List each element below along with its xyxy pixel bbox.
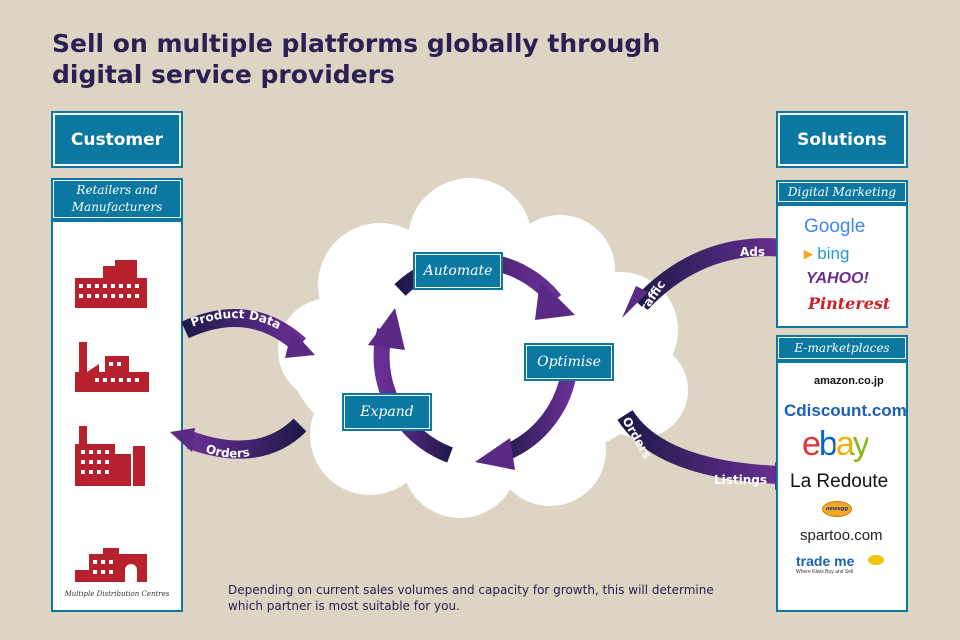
page-title: Sell on multiple platforms globally thro… <box>52 28 752 90</box>
footer-note: Depending on current sales volumes and c… <box>228 583 714 613</box>
factory-icon <box>75 426 145 486</box>
digital-marketing-header: Digital Marketing <box>776 180 908 204</box>
expand-label: Expand <box>342 393 432 431</box>
factory-icon <box>75 260 147 308</box>
factory-icons <box>75 260 149 582</box>
customer-sub-line-2: Manufacturers <box>71 200 163 214</box>
emarketplaces-panel: amazon.co.jp Cdiscount.com ebay La Redou… <box>776 361 908 612</box>
orders-listings-arrow <box>617 409 781 484</box>
listings-label: Listings <box>714 473 767 487</box>
newegg-logo: newegg <box>822 501 852 517</box>
automate-label: Automate <box>413 252 503 290</box>
product-data-arrow <box>181 309 307 352</box>
ads-label: Ads <box>740 245 765 259</box>
solutions-header: Solutions <box>776 111 908 168</box>
google-logo: Google <box>804 216 865 238</box>
orders-left-arrow <box>186 418 307 459</box>
kiwi-icon <box>868 555 884 565</box>
yahoo-logo: YAHOO! <box>806 270 869 287</box>
cycle-arrowhead-right <box>475 438 515 470</box>
laredoute-logo: La Redoute <box>790 471 889 492</box>
orders-left-label: Orders <box>204 442 250 461</box>
trademe-tagline: Where Kiwis Buy and Sell <box>796 569 854 575</box>
factory-icon <box>75 342 149 392</box>
pinterest-logo: Pinterest <box>808 294 891 313</box>
bing-icon: ▸ <box>804 244 813 263</box>
bing-logo: ▸ bing <box>804 244 849 264</box>
bing-logo-text: bing <box>817 244 850 263</box>
spartoo-logo: spartoo.com <box>800 527 883 544</box>
newegg-logo-text: newegg <box>825 506 849 512</box>
customer-sub-line-1: Retailers and <box>76 183 158 197</box>
customer-subheader: Retailers and Manufacturers <box>51 178 183 220</box>
amazon-logo: amazon.co.jp <box>814 375 884 387</box>
title-line-1: Sell on multiple platforms globally thro… <box>52 29 661 58</box>
ebay-logo-text: ebay <box>802 425 870 463</box>
factory-icon <box>75 548 147 582</box>
title-line-2: digital service providers <box>52 60 395 89</box>
emarketplaces-header: E-marketplaces <box>776 335 908 361</box>
cycle-arrowhead-left <box>368 308 405 350</box>
customer-header: Customer <box>51 111 183 168</box>
ebay-logo: ebay <box>802 425 870 464</box>
customer-panel: Multiple Distribution Centres <box>51 220 183 612</box>
trademe-logo-text: trade me <box>796 553 855 569</box>
distribution-centres-label: Multiple Distribution Centres <box>64 590 170 598</box>
google-logo-text: Google <box>804 216 866 237</box>
cycle-arrowhead-top <box>535 280 575 320</box>
cloud-shape <box>278 178 688 518</box>
trademe-logo: trade me Where Kiwis Buy and Sell <box>796 553 854 575</box>
ads-traffic-arrow <box>633 238 786 312</box>
optimise-label: Optimise <box>524 343 614 381</box>
cdiscount-logo: Cdiscount.com <box>784 401 907 420</box>
digital-marketing-panel: Google ▸ bing YAHOO! Pinterest <box>776 204 908 328</box>
